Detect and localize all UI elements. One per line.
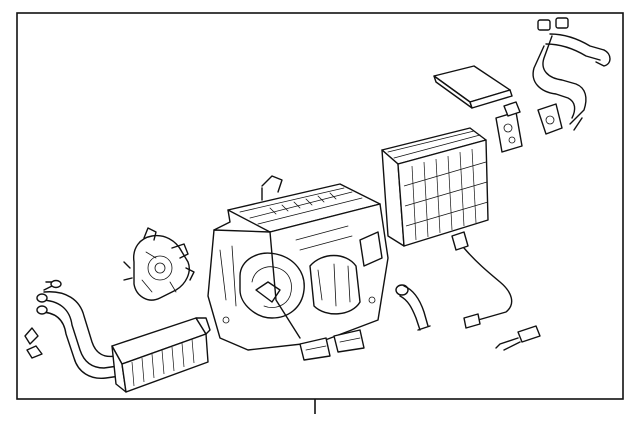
drain-hose [395,284,431,331]
expansion-valve [495,101,523,153]
cooler-tubes [532,17,611,135]
thermistor [451,231,513,329]
diagram-frame [16,12,624,400]
blower-damper-servo [123,227,195,301]
wire-harness-connector [495,325,541,351]
evaporator [381,127,489,247]
air-filter [433,65,513,109]
heater-ac-unit-housing [207,175,389,361]
heater-core [24,279,211,393]
